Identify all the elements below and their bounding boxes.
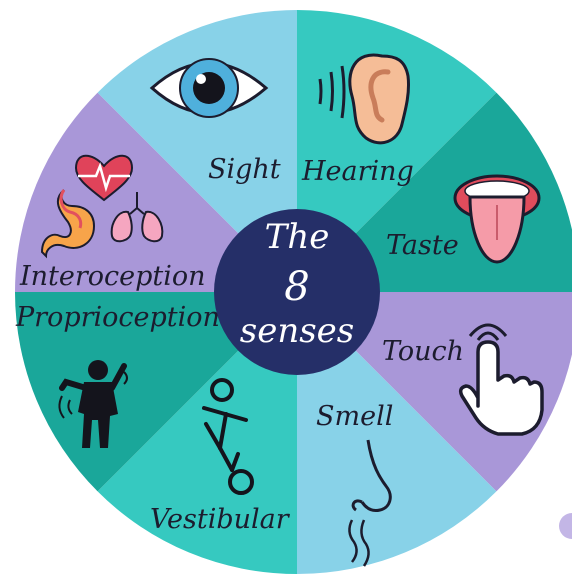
label-interoception: Interoception xyxy=(19,261,206,292)
nose-icon xyxy=(348,439,392,567)
segment-smell xyxy=(97,292,297,574)
label-smell: Smell xyxy=(316,401,393,432)
label-vestibular: Vestibular xyxy=(150,504,291,535)
center-title-line1: The xyxy=(265,217,330,257)
label-proprioception: Proprioception xyxy=(15,302,220,333)
tongue-icon xyxy=(453,174,541,264)
segment-sight xyxy=(297,10,497,292)
label-touch: Touch xyxy=(382,336,464,367)
center-title-line3: senses xyxy=(240,311,354,351)
segment-taste xyxy=(297,292,572,492)
label-sight: Sight xyxy=(208,154,281,185)
label-taste: Taste xyxy=(386,230,459,261)
heart-icon xyxy=(74,154,134,202)
center-circle xyxy=(214,209,380,375)
center-title-line2: 8 xyxy=(284,264,309,310)
corner-dot xyxy=(559,513,572,539)
eye-icon xyxy=(149,58,269,118)
balance-figure-icon xyxy=(202,378,254,495)
dancing-figure-icon xyxy=(58,360,128,448)
stomach-icon xyxy=(40,189,96,259)
ear-icon xyxy=(318,53,410,145)
label-hearing: Hearing xyxy=(301,156,414,187)
hand-pointer-icon xyxy=(458,323,544,436)
lungs-icon xyxy=(110,192,164,243)
segment-touch xyxy=(297,292,497,574)
